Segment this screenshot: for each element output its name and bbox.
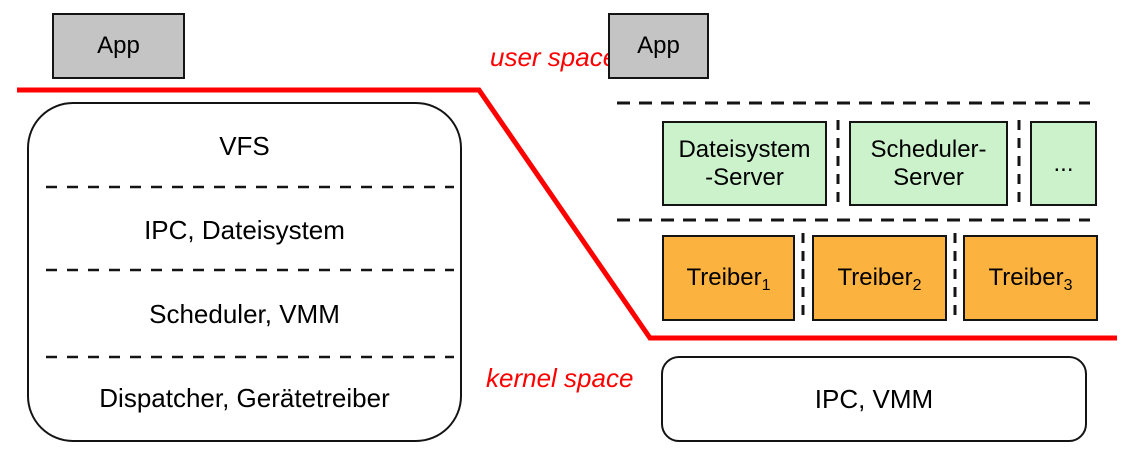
treiber-3-label: Treiber3: [988, 264, 1073, 294]
treiber-1-subscript: 1: [761, 277, 771, 294]
dateisystem-server-box: Dateisystem -Server: [662, 121, 827, 206]
treiber-2-box: Treiber2: [812, 235, 947, 321]
app-box-monolithic: App: [52, 13, 185, 79]
treiber-2-label: Treiber2: [837, 264, 922, 294]
monolith-layer-scheduler-vmm: Scheduler, VMM: [149, 298, 340, 329]
app-box-microkernel: App: [608, 13, 709, 79]
kernel-space-label: kernel space: [486, 363, 634, 393]
treiber-1-label: Treiber1: [686, 264, 771, 294]
treiber-1-box: Treiber1: [662, 235, 795, 321]
more-servers-ellipsis-box: ...: [1030, 121, 1097, 206]
monolith-layer-vfs: VFS: [219, 130, 270, 161]
scheduler-server-box: Scheduler- Server: [849, 121, 1008, 206]
monolith-layer-ipc-dateisystem: IPC, Dateisystem: [144, 214, 345, 245]
monolithic-kernel-box: VFS IPC, Dateisystem Scheduler, VMM Disp…: [27, 102, 462, 442]
user-space-label: user space: [490, 42, 618, 72]
treiber-3-subscript: 3: [1063, 277, 1073, 294]
monolith-layer-dispatcher-geraetetreiber: Dispatcher, Gerätetreiber: [99, 382, 390, 413]
treiber-3-box: Treiber3: [963, 235, 1098, 321]
treiber-2-subscript: 2: [912, 277, 922, 294]
microkernel-ipc-vmm-box: IPC, VMM: [661, 356, 1087, 442]
